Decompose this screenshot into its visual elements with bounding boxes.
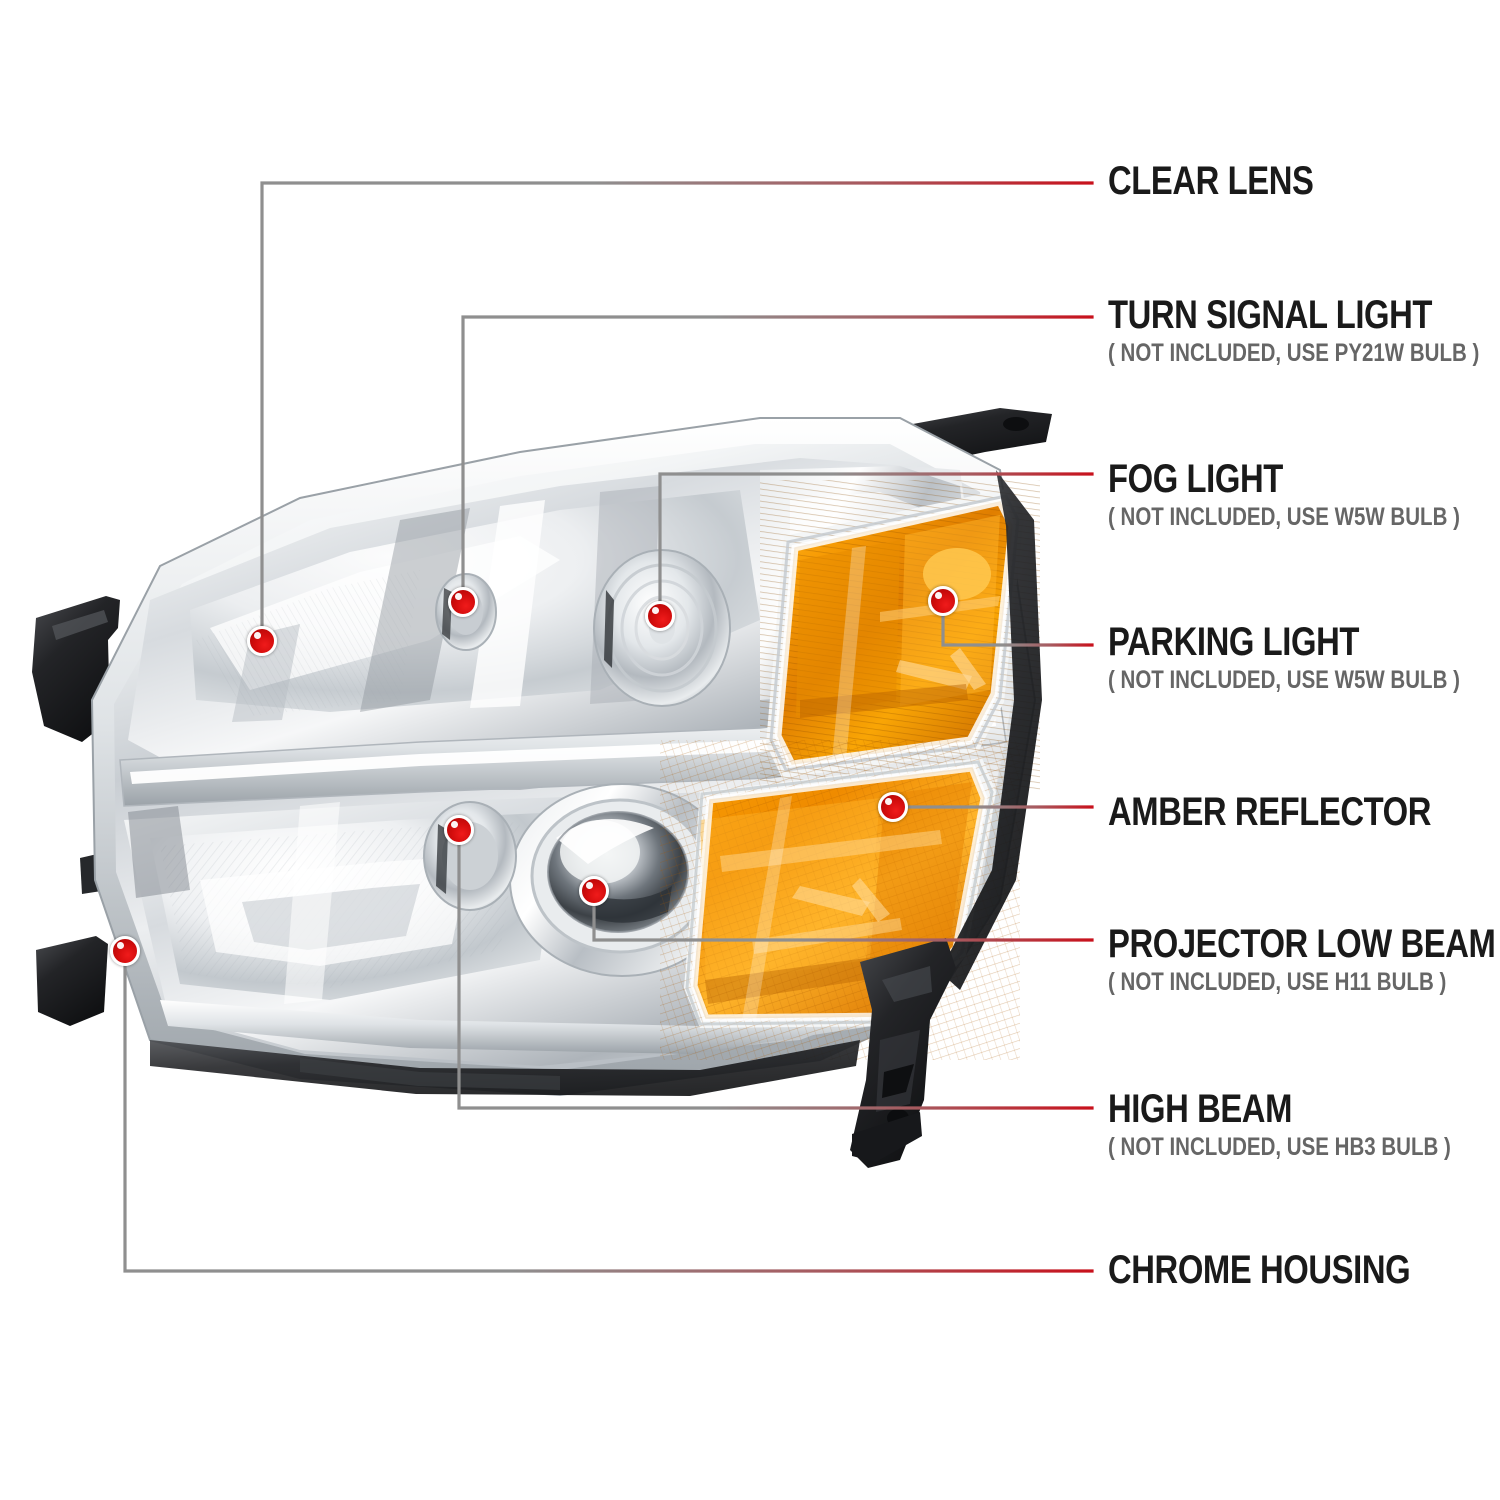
callout-label-fog-light: FOG LIGHT( NOT INCLUDED, USE W5W BULB ) — [1108, 458, 1500, 531]
callout-dot-high-beam[interactable] — [444, 815, 474, 845]
callout-title-clear-lens: CLEAR LENS — [1108, 159, 1314, 203]
callout-label-chrome-housing: CHROME HOUSING — [1108, 1249, 1477, 1291]
callout-title-high-beam: HIGH BEAM — [1108, 1087, 1293, 1131]
callout-title-fog-light: FOG LIGHT — [1108, 457, 1283, 501]
callout-title-parking-light: PARKING LIGHT — [1108, 620, 1359, 664]
callout-dot-clear-lens[interactable] — [247, 626, 277, 656]
callout-dot-amber-reflector[interactable] — [878, 792, 908, 822]
callout-title-projector-low-beam: PROJECTOR LOW BEAM — [1108, 922, 1496, 966]
callout-subtitle-projector-low-beam: ( NOT INCLUDED, USE H11 BULB ) — [1108, 968, 1447, 996]
callout-label-clear-lens: CLEAR LENS — [1108, 160, 1359, 202]
high-beam-reflector — [424, 802, 516, 910]
callout-subtitle-high-beam: ( NOT INCLUDED, USE HB3 BULB ) — [1108, 1133, 1451, 1161]
callout-dot-fog-light[interactable] — [645, 601, 675, 631]
callout-label-parking-light: PARKING LIGHT( NOT INCLUDED, USE W5W BUL… — [1108, 621, 1500, 694]
callout-title-chrome-housing: CHROME HOUSING — [1108, 1248, 1411, 1292]
callout-dot-chrome-housing[interactable] — [110, 936, 140, 966]
callout-label-high-beam: HIGH BEAM( NOT INCLUDED, USE HB3 BULB ) — [1108, 1088, 1500, 1161]
callout-subtitle-parking-light: ( NOT INCLUDED, USE W5W BULB ) — [1108, 666, 1460, 694]
callout-dot-parking-light[interactable] — [928, 586, 958, 616]
callout-subtitle-fog-light: ( NOT INCLUDED, USE W5W BULB ) — [1108, 503, 1460, 531]
callout-label-turn-signal-light: TURN SIGNAL LIGHT( NOT INCLUDED, USE PY2… — [1108, 294, 1500, 367]
callout-label-projector-low-beam: PROJECTOR LOW BEAM( NOT INCLUDED, USE H1… — [1108, 923, 1500, 996]
callout-subtitle-turn-signal-light: ( NOT INCLUDED, USE PY21W BULB ) — [1108, 339, 1480, 367]
callout-dot-turn-signal-light[interactable] — [448, 587, 478, 617]
amber-reflector-section — [684, 758, 996, 1028]
callout-dot-projector-low-beam[interactable] — [579, 876, 609, 906]
callout-label-amber-reflector: AMBER REFLECTOR — [1108, 791, 1500, 833]
callout-title-amber-reflector: AMBER REFLECTOR — [1108, 790, 1432, 834]
callout-title-turn-signal-light: TURN SIGNAL LIGHT — [1108, 293, 1433, 337]
left-lower-mounting-tab — [36, 936, 108, 1026]
